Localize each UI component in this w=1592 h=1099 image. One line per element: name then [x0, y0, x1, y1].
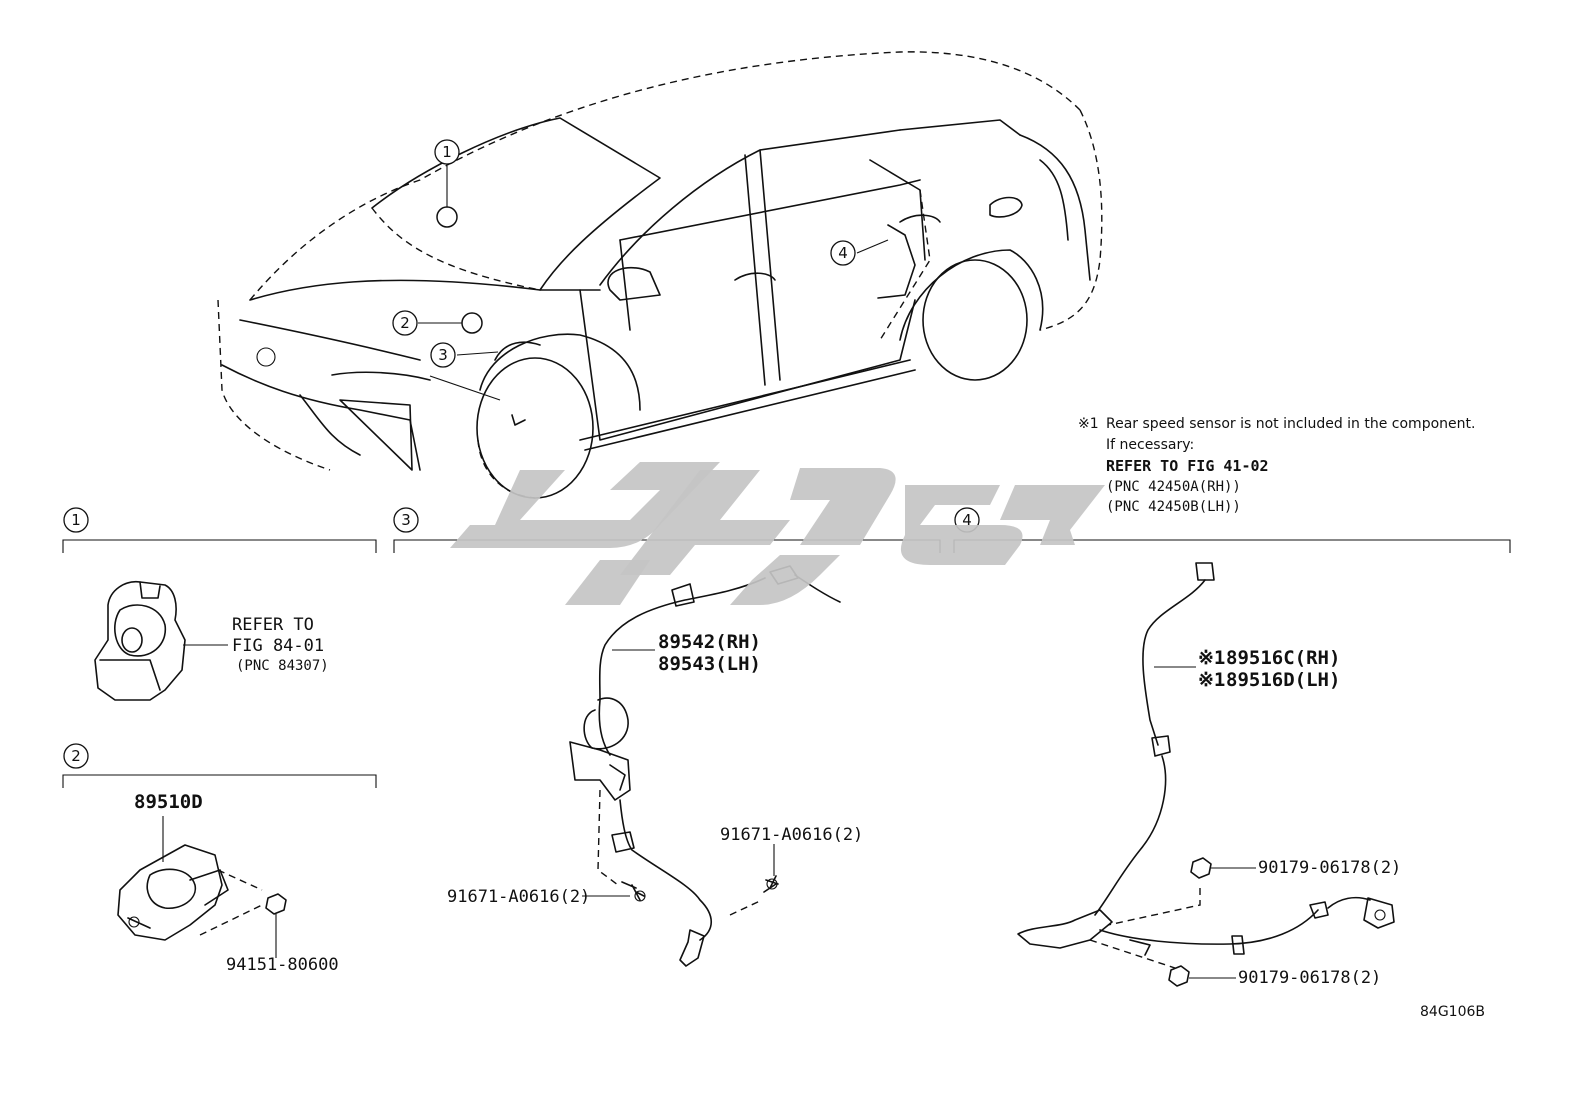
note-marker: ※1 [1078, 416, 1099, 432]
section-3-part-lh: 89543(LH) [658, 653, 761, 675]
note-line-1: Rear speed sensor is not included in the… [1106, 416, 1475, 432]
section-4-clip-top: 90179-06178(2) [1258, 858, 1401, 878]
section-3-part: 89542(RH) 89543(LH) 91671-A0616(2) 91671… [447, 565, 863, 967]
marker-ring-1 [436, 206, 458, 228]
car-callout-2: 2 [400, 314, 410, 332]
note-line-5: (PNC 42450B(LH)) [1106, 499, 1241, 515]
section-3-bolt-right: 91671-A0616(2) [720, 825, 863, 845]
section-4-clip-bottom: 90179-06178(2) [1238, 968, 1381, 988]
section-1-refer-line-3: (PNC 84307) [236, 658, 329, 674]
section-3-part-rh: 89542(RH) [658, 631, 761, 653]
diagram-code: 84G106B [1420, 1004, 1485, 1020]
section-4-label: 4 [962, 511, 972, 529]
section-2-part: 89510D 94151-80600 [117, 791, 339, 975]
section-4-part-rh: 89516C(RH) [1226, 647, 1340, 669]
section-2-part-nut: 94151-80600 [226, 955, 339, 975]
section-1-refer-line-1: REFER TO [232, 615, 314, 635]
car-callout-1: 1 [442, 143, 452, 161]
section-2-part-main: 89510D [134, 791, 203, 813]
section-1-refer-line-2: FIG 84-01 [232, 636, 324, 656]
car-callout-3: 3 [438, 346, 448, 364]
note-line-4: (PNC 42450A(RH)) [1106, 479, 1241, 495]
section-4-part: ※1 89516C(RH) ※1 89516D(LH) 90179-06178(… [1017, 562, 1401, 988]
section-1-label: 1 [71, 511, 81, 529]
section-1-part: REFER TO FIG 84-01 (PNC 84307) [94, 580, 329, 701]
section-2-label: 2 [71, 747, 81, 765]
car-illustration: 1 2 3 4 [217, 51, 1103, 499]
section-4-marker-rh: ※1 [1198, 647, 1225, 669]
note-line-3: REFER TO FIG 41-02 [1106, 457, 1269, 475]
note-block: ※1 Rear speed sensor is not included in … [1078, 416, 1475, 515]
section-4-marker-lh: ※1 [1198, 669, 1225, 691]
section-3-label: 3 [401, 511, 411, 529]
car-callout-4: 4 [838, 244, 848, 262]
watermark-logo [450, 462, 1105, 605]
note-line-2: If necessary: [1106, 437, 1194, 453]
marker-ring-2 [461, 312, 483, 334]
section-3-bolt-left: 91671-A0616(2) [447, 887, 590, 907]
section-4-part-lh: 89516D(LH) [1226, 669, 1340, 691]
